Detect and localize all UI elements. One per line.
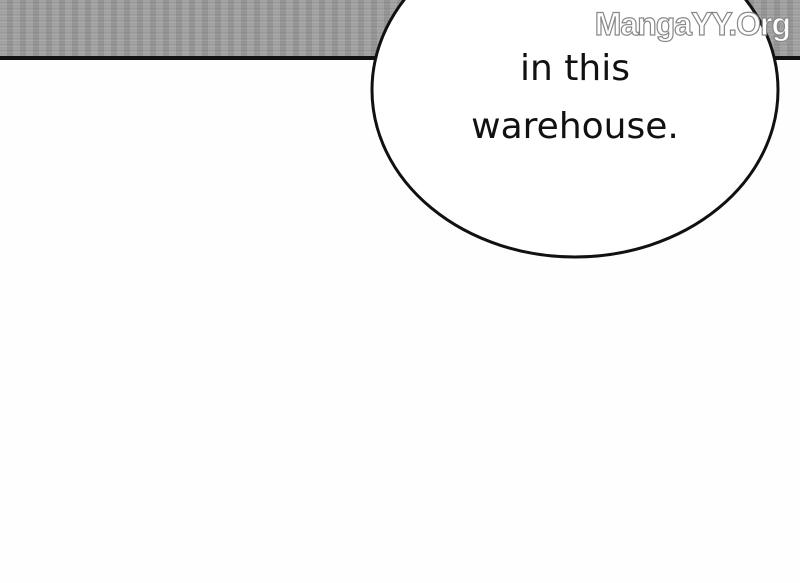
speech-bubble-text: in this warehouse. xyxy=(420,40,730,156)
bubble-line-2: warehouse. xyxy=(471,106,679,147)
bubble-line-1: in this xyxy=(520,48,630,89)
watermark-logo: MangaYY.Org xyxy=(594,5,791,42)
speech-bubble-outline xyxy=(370,0,780,259)
